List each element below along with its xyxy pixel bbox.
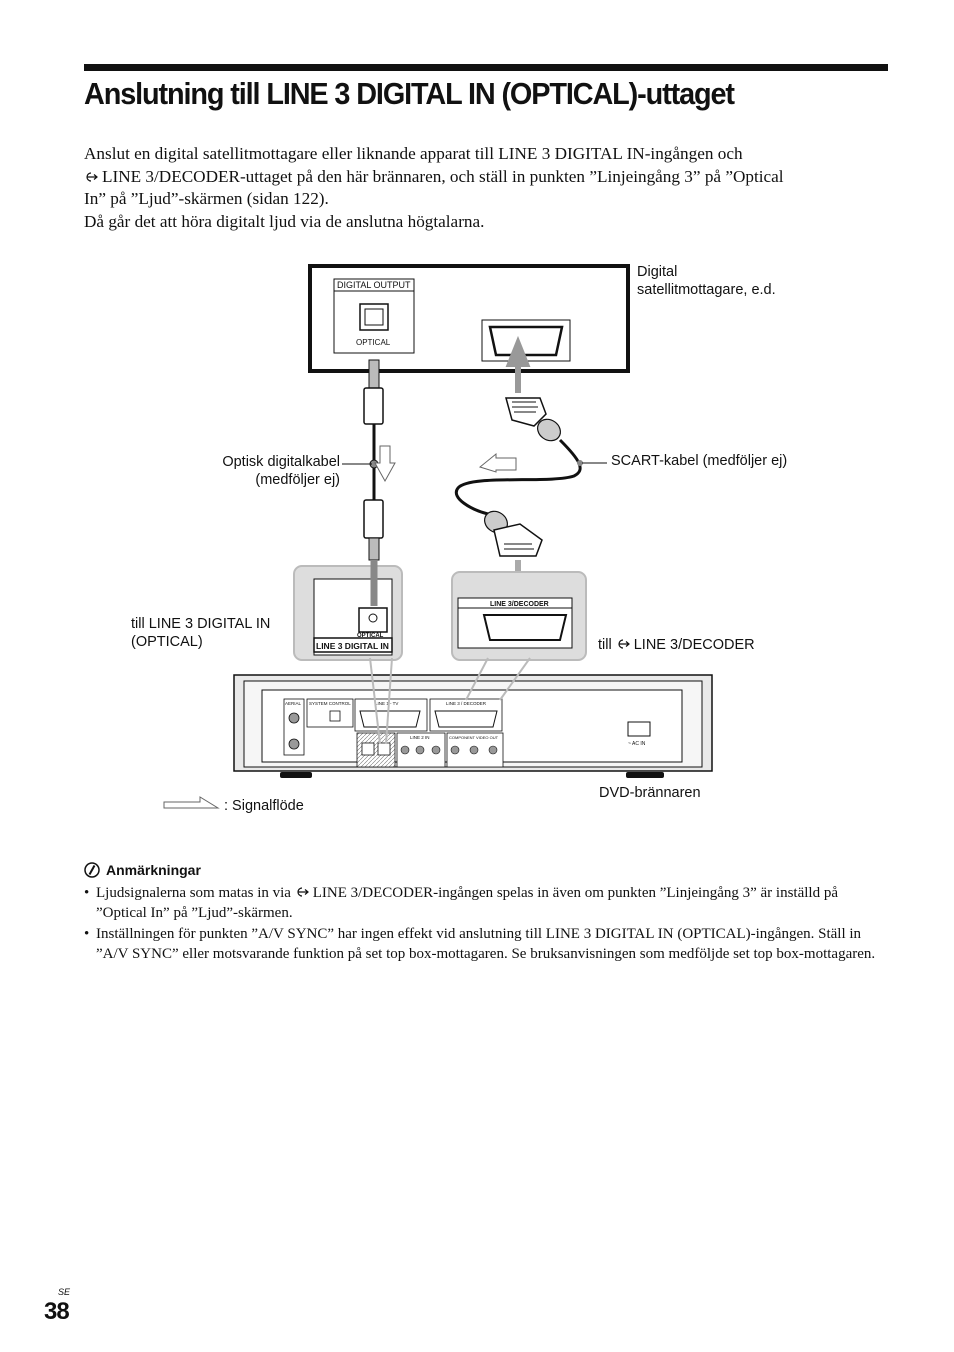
to-line3-decoder-label: till LINE 3/DECODER bbox=[598, 636, 755, 654]
dvd-recorder: AERIAL SYSTEM CONTROL LINE 1 - TV LINE 3… bbox=[233, 657, 713, 778]
panel-line3-decoder: LINE 3 / DECODER bbox=[446, 701, 487, 706]
signal-flow-legend-icon bbox=[163, 796, 220, 809]
line-input-icon bbox=[618, 639, 630, 649]
satellite-receiver: DIGITAL OUTPUT OPTICAL bbox=[308, 264, 630, 373]
intro-line-1: Anslut en digital satellitmottagare elle… bbox=[84, 144, 743, 163]
dvd-recorder-label: DVD-brännaren bbox=[599, 785, 701, 801]
intro-line-4: Då går det att höra digitalt ljud via de… bbox=[84, 211, 485, 231]
optical-small-label: OPTICAL bbox=[356, 338, 391, 347]
note-item: Ljudsignalerna som matas in via LINE 3/D… bbox=[84, 883, 884, 923]
zoom-decoder: LINE 3/DECODER bbox=[451, 571, 587, 661]
scart-cable-label: SCART-kabel (medföljer ej) bbox=[611, 453, 788, 469]
panel-aerial: AERIAL bbox=[285, 701, 302, 706]
optical-cable bbox=[363, 359, 396, 561]
page-title: Anslutning till LINE 3 DIGITAL IN (OPTIC… bbox=[84, 76, 735, 111]
zoom-digital-in: LINE 3 DIGITAL IN OPTICAL bbox=[293, 560, 403, 661]
scart-cable bbox=[454, 335, 583, 600]
page-number: 38 bbox=[44, 1298, 70, 1325]
notes-heading-text: Anmärkningar bbox=[106, 862, 201, 878]
panel-ac-in: ~ AC IN bbox=[628, 741, 646, 747]
note-item: Inställningen för punkten ”A/V SYNC” har… bbox=[84, 924, 884, 964]
panel-line1-tv: LINE 1 - TV bbox=[375, 701, 398, 706]
to-line3-digital-line-1: till LINE 3 DIGITAL IN bbox=[131, 616, 271, 632]
label-leaders bbox=[342, 462, 607, 465]
intro-text: Anslut en digital satellitmottagare elle… bbox=[84, 143, 894, 233]
optical-cable-label: Optisk digitalkabel (medföljer ej) bbox=[205, 453, 340, 489]
zoom-line3-decoder-label: LINE 3/DECODER bbox=[490, 601, 549, 608]
satellite-label: Digital satellitmottagare, e.d. bbox=[637, 263, 776, 299]
intro-line-2: LINE 3/DECODER-uttaget på den här bränna… bbox=[84, 166, 894, 189]
line-input-icon bbox=[86, 171, 98, 182]
page-language: SE bbox=[58, 1287, 71, 1297]
zoom-optical-label: OPTICAL bbox=[357, 633, 384, 639]
intro-line-2-text: LINE 3/DECODER-uttaget på den här bränna… bbox=[102, 166, 784, 186]
panel-line2-in: LINE 2 IN bbox=[410, 735, 430, 740]
zoom-line3-digital-label: LINE 3 DIGITAL IN bbox=[316, 641, 389, 651]
digital-output-label: DIGITAL OUTPUT bbox=[337, 280, 411, 290]
satellite-label-line-1: Digital bbox=[637, 264, 678, 280]
panel-component: COMPONENT VIDEO OUT bbox=[449, 735, 499, 740]
signal-flow-label: : Signalflöde bbox=[224, 798, 304, 814]
intro-line-3: In” på ”Ljud”-skärmen (sidan 122). bbox=[84, 189, 329, 208]
to-line3-decoder-prefix: till bbox=[598, 637, 612, 653]
panel-system-control: SYSTEM CONTROL bbox=[309, 701, 351, 706]
to-line3-digital-label: till LINE 3 DIGITAL IN (OPTICAL) bbox=[131, 615, 270, 651]
optical-cable-label-line-2: (medföljer ej) bbox=[255, 472, 340, 488]
satellite-label-line-2: satellitmottagare, e.d. bbox=[637, 282, 776, 298]
notes-heading: Anmärkningar bbox=[84, 862, 201, 878]
optical-cable-label-line-1: Optisk digitalkabel bbox=[222, 454, 340, 470]
notes-list: Ljudsignalerna som matas in via LINE 3/D… bbox=[84, 883, 884, 965]
to-line3-decoder-text: LINE 3/DECODER bbox=[633, 637, 755, 653]
line-input-icon bbox=[297, 887, 309, 897]
title-rule bbox=[84, 64, 888, 71]
notes-pencil-icon bbox=[84, 862, 100, 878]
note-1-part-1: Ljudsignalerna som matas in via bbox=[96, 885, 291, 901]
note-1-part-2: LINE 3/DECODER-ingången spelas in även o… bbox=[96, 885, 839, 921]
to-line3-digital-line-2: (OPTICAL) bbox=[131, 634, 203, 650]
